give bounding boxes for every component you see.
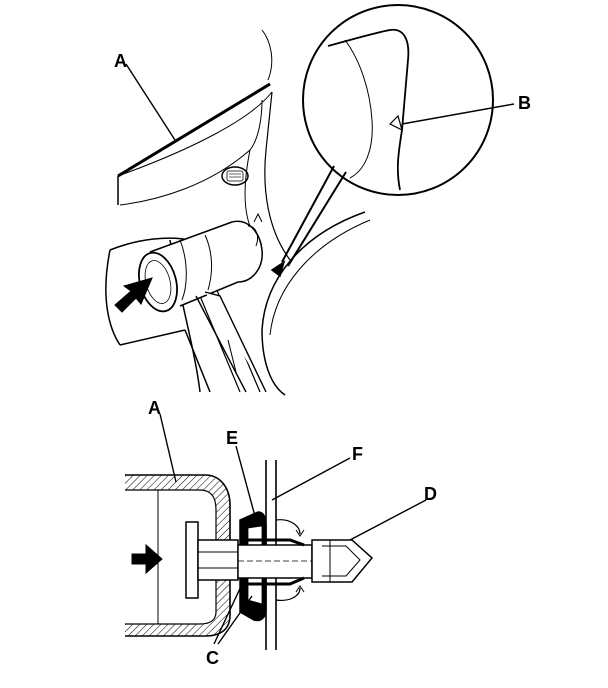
trim-panel (117, 29, 291, 261)
callout-f: F (352, 444, 363, 464)
label-sticker (221, 166, 249, 186)
leader-a-bottom (159, 413, 177, 483)
leader-e (235, 445, 257, 521)
mallet-icon (138, 212, 267, 393)
leader-a-top (125, 63, 176, 141)
arrow-right-icon (131, 543, 163, 575)
callout-c: C (206, 648, 219, 668)
leader-c1 (213, 579, 245, 645)
push-clip-icon (185, 511, 374, 622)
arrow-right-icon (114, 277, 153, 313)
leader-b (401, 103, 515, 125)
callout-a-top: A (114, 51, 127, 71)
callout-e: E (226, 428, 239, 448)
callout-b: B (518, 93, 531, 113)
leader-c2 (217, 595, 253, 645)
top-view (105, 4, 515, 396)
bottom-section (125, 413, 427, 650)
detail-circle-icon (270, 4, 494, 278)
leader-d (349, 499, 427, 541)
callout-a-bottom: A (148, 398, 161, 418)
callout-d: D (424, 484, 437, 504)
leader-f (271, 457, 351, 501)
